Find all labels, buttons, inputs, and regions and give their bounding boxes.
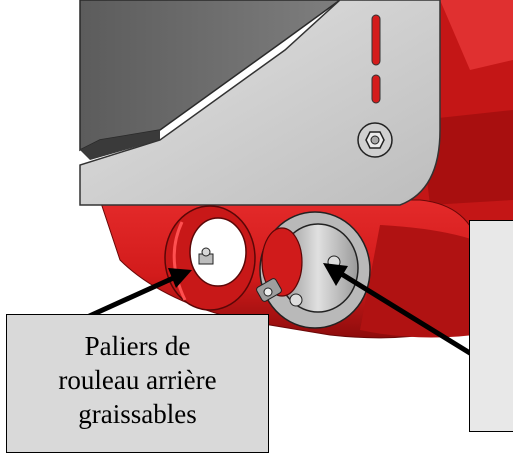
bolt-nut-icon <box>357 122 393 158</box>
adjustment-slot-upper <box>371 14 381 66</box>
right-bearing-icon <box>256 211 371 329</box>
callout-greasable-bearings: Paliers de rouleau arrière graissables <box>6 314 269 453</box>
callout-line-3: graissables <box>78 399 197 429</box>
grease-nipple-icon <box>198 247 214 265</box>
grease-nipple-icon <box>256 278 282 302</box>
side-plate <box>79 0 441 206</box>
adjustment-slot-lower <box>371 74 381 104</box>
left-bearing-flange-icon <box>164 205 256 311</box>
callout-line-2: rouleau arrière <box>58 365 217 395</box>
grey-shield <box>79 0 342 160</box>
callout-right-empty <box>469 220 513 432</box>
pointer-arrow-left <box>83 268 192 321</box>
pointer-arrow-right <box>323 263 480 361</box>
callout-line-1: Paliers de <box>84 331 191 361</box>
